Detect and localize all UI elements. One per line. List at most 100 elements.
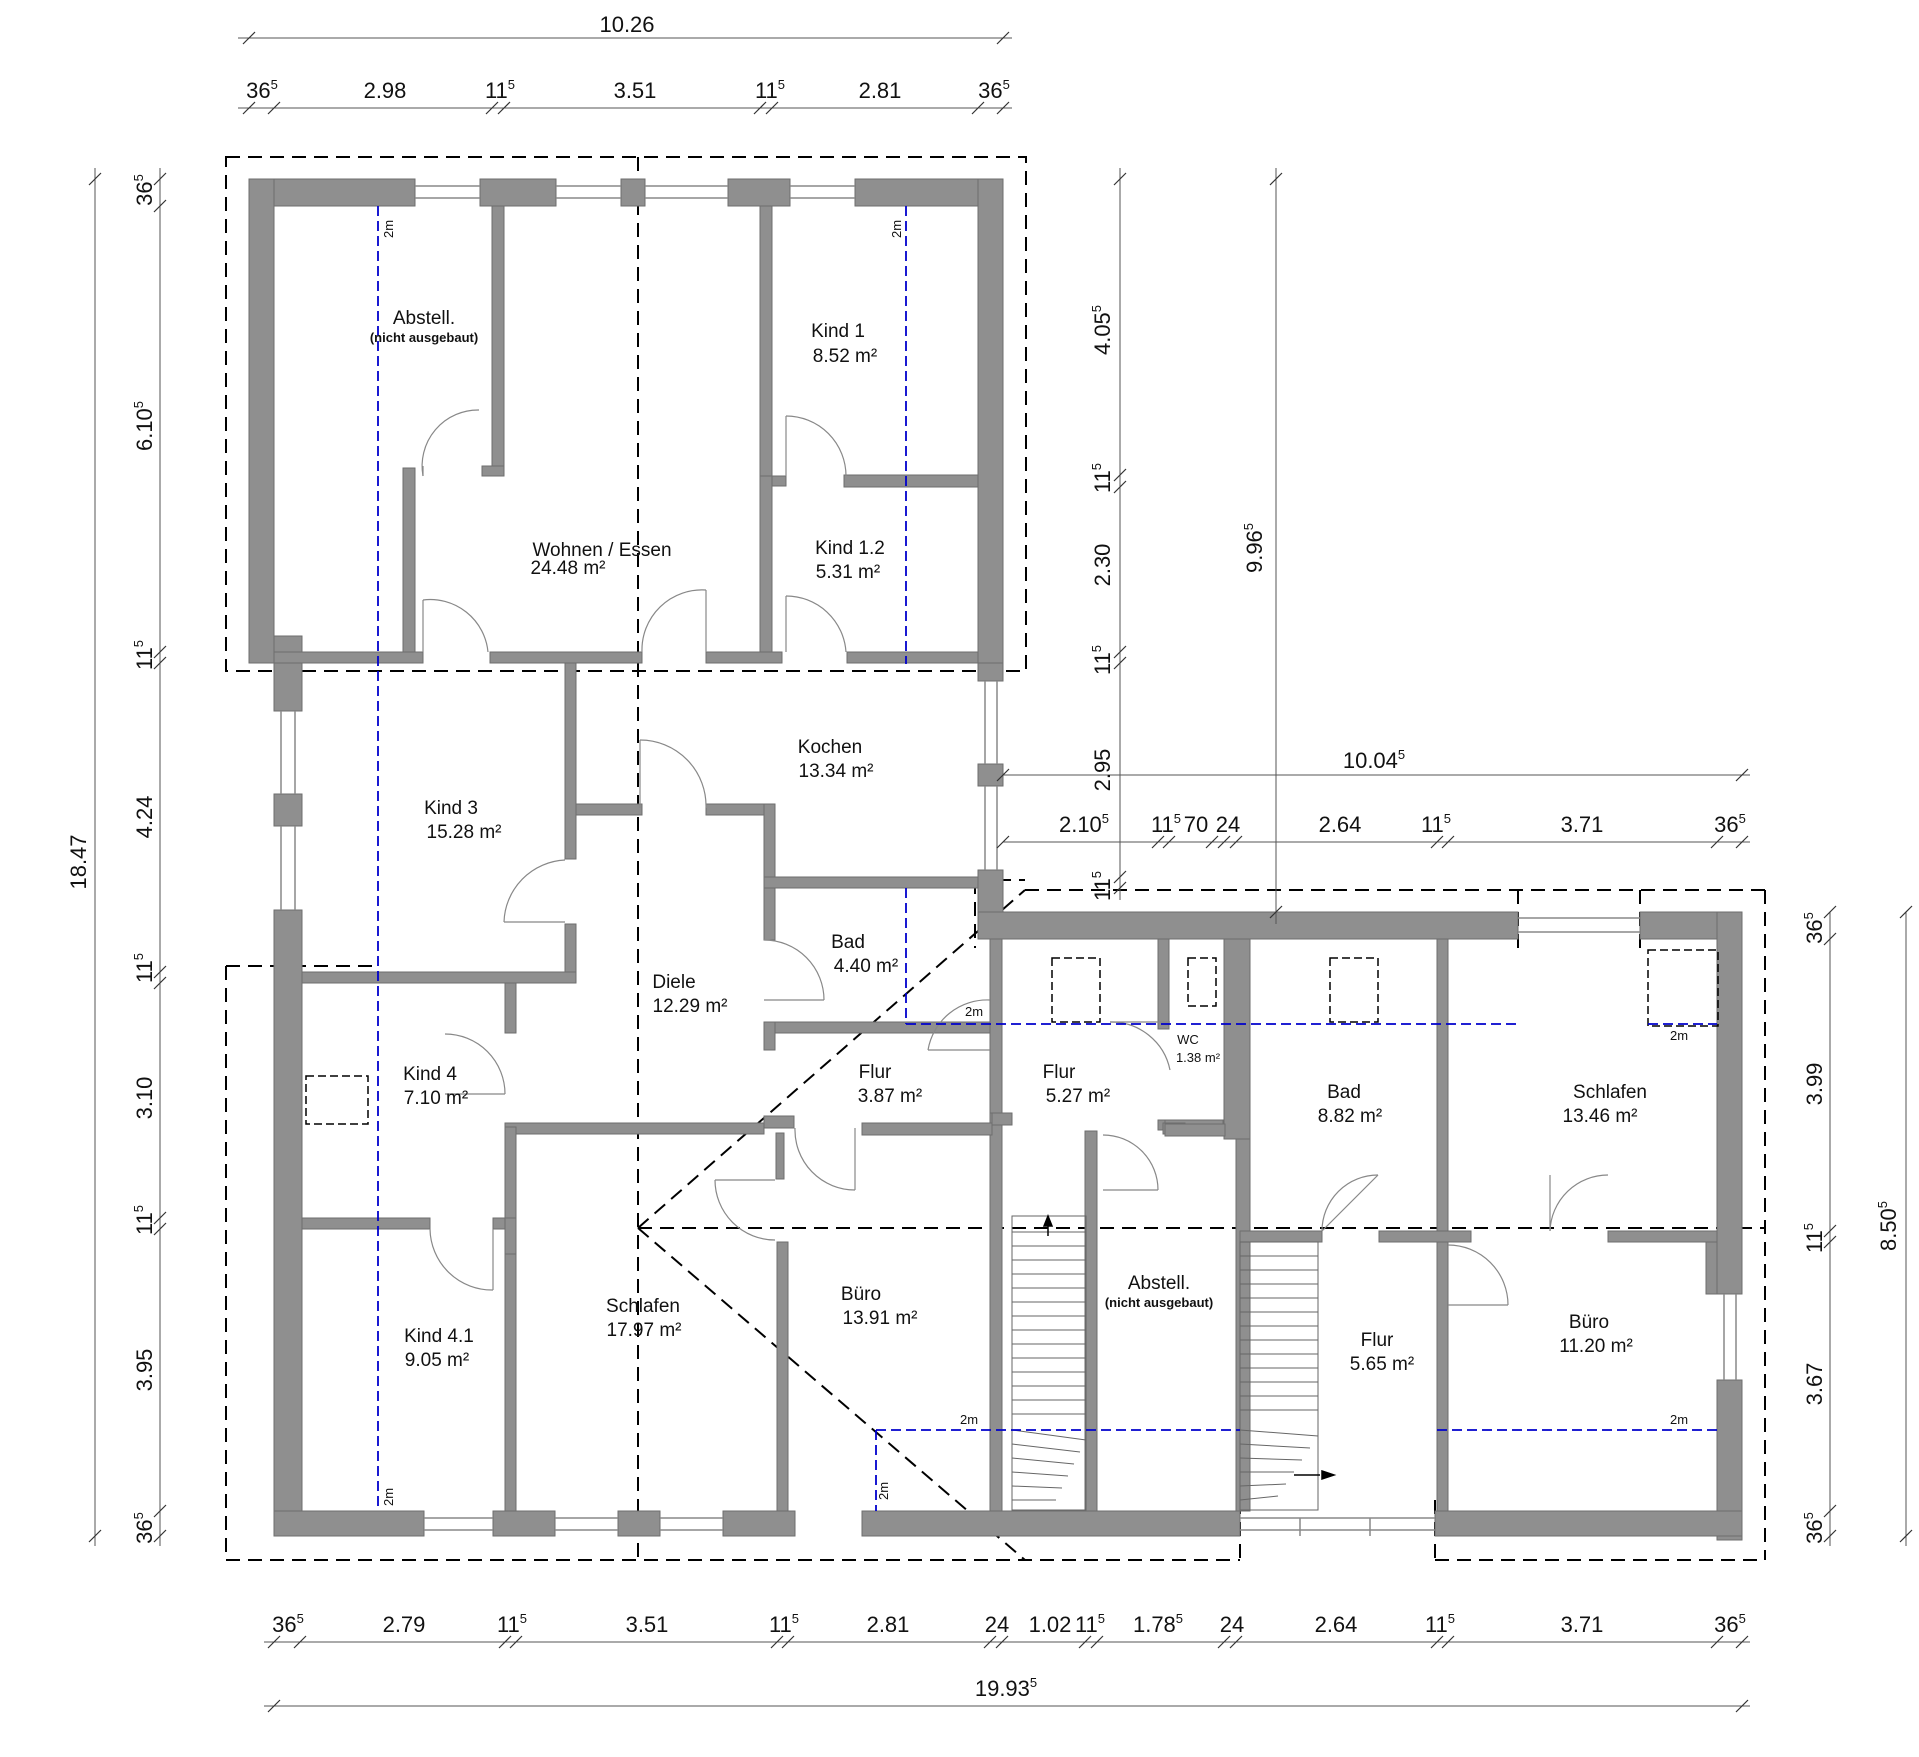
dim-bottom-chain-label: 2.81 — [867, 1612, 910, 1637]
dim-tick — [996, 101, 1010, 115]
svg-text:Bad: Bad — [831, 932, 865, 953]
dim-top-chain-label: 365 — [978, 77, 1010, 103]
height-label: 2m — [965, 1004, 983, 1019]
dim-bottom-chain-label: 24 — [1220, 1612, 1244, 1637]
stair-step — [1239, 1429, 1319, 1437]
svg-text:12.29 m²: 12.29 m² — [653, 996, 728, 1017]
dim-left-chain-label: 6.105 — [131, 401, 157, 451]
dim-tick — [1269, 172, 1283, 186]
dim-tick — [1823, 1224, 1837, 1238]
svg-text:Schlafen: Schlafen — [1573, 1082, 1647, 1103]
dim-tick — [781, 1635, 795, 1649]
room-abstell-upper: Abstell.(nicht ausgebaut) — [370, 308, 478, 345]
dim-top-chain-label: 365 — [246, 77, 278, 103]
svg-text:Abstell.: Abstell. — [1128, 1273, 1190, 1294]
dim-tick — [1217, 1635, 1231, 1649]
dim-left-chain-label: 4.24 — [132, 796, 157, 839]
svg-text:Flur: Flur — [1361, 1330, 1394, 1351]
room-kind-3: Kind 315.28 m² — [424, 798, 501, 843]
svg-text:Büro: Büro — [841, 1284, 881, 1305]
dim-wing-chain-label: 115 — [1151, 811, 1181, 837]
dim-tick — [1113, 468, 1127, 482]
dim-tick — [1710, 1635, 1724, 1649]
svg-text:8.52 m²: 8.52 m² — [813, 346, 877, 367]
dim-tick — [293, 1635, 307, 1649]
dim-tick — [267, 1699, 281, 1713]
walls — [248, 178, 1743, 1541]
stair-step — [1239, 1483, 1287, 1487]
dim-tick — [242, 31, 256, 45]
dim-tick — [267, 101, 281, 115]
svg-text:WC: WC — [1177, 1032, 1199, 1047]
dim-bottom-chain-label: 1.02 — [1029, 1612, 1072, 1637]
svg-text:24.48 m²: 24.48 m² — [531, 558, 606, 579]
stair-step — [1239, 1495, 1279, 1501]
svg-text:5.27 m²: 5.27 m² — [1046, 1086, 1110, 1107]
svg-text:15.28 m²: 15.28 m² — [427, 822, 502, 843]
stairs-right — [1239, 1241, 1319, 1511]
dim-left-chain-label: 365 — [131, 1512, 157, 1544]
dim-right-chain-label: 3.99 — [1802, 1063, 1827, 1106]
height-label: 2m — [381, 1488, 396, 1506]
dim-right-chain-label: 115 — [1801, 1223, 1827, 1253]
dim-tick — [485, 101, 499, 115]
door-swings — [421, 409, 1609, 1306]
stair-step — [1239, 1457, 1303, 1461]
svg-text:Flur: Flur — [1043, 1062, 1076, 1083]
dim-tick — [1229, 1635, 1243, 1649]
room-abstell-wing: Abstell.(nicht ausgebaut) — [1105, 1273, 1213, 1310]
dim-bottom-chain-label: 365 — [1714, 1611, 1746, 1637]
dim-bottom-chain-label: 365 — [272, 1611, 304, 1637]
dim-top-chain-label: 115 — [485, 77, 515, 103]
dim-mid-total: 9.965 — [1241, 523, 1267, 573]
svg-text:13.46 m²: 13.46 m² — [1563, 1106, 1638, 1127]
dim-left-chain-label: 115 — [131, 953, 157, 983]
svg-text:Kochen: Kochen — [798, 737, 862, 758]
dim-wing-chain-label: 3.71 — [1561, 812, 1604, 837]
stairs-left — [1011, 1215, 1087, 1511]
svg-text:Kind 1: Kind 1 — [811, 321, 865, 342]
room-wc: WC1.38 m² — [1176, 1032, 1221, 1065]
dim-tick — [1113, 172, 1127, 186]
dim-tick — [1162, 835, 1176, 849]
dim-mid-chain-label: 4.055 — [1089, 305, 1115, 355]
dim-tick — [153, 976, 167, 990]
dim-tick — [1205, 835, 1219, 849]
dim-tick — [1899, 1529, 1913, 1543]
dim-bottom-chain-label: 1.785 — [1133, 1611, 1183, 1637]
dim-tick — [1735, 1635, 1749, 1649]
dim-tick — [1113, 656, 1127, 670]
stair-steps — [1011, 1231, 1319, 1501]
dim-top-chain-label: 115 — [755, 77, 785, 103]
dim-tick — [1441, 835, 1455, 849]
dim-mid-chain-label: 2.95 — [1090, 749, 1115, 792]
room-flur-2: Flur 5.27 m² — [1043, 1062, 1111, 1107]
dim-bottom-chain-label: 2.64 — [1315, 1612, 1358, 1637]
room-kind-1: Kind 1 8.52 m² — [811, 321, 877, 367]
svg-text:Kind 4.1: Kind 4.1 — [404, 1326, 474, 1347]
dim-bottom-chain-label: 115 — [1075, 1611, 1105, 1637]
room-kind-1-2: Kind 1.25.31 m² — [815, 538, 885, 583]
dim-wing-chain-label: 365 — [1714, 811, 1746, 837]
dim-tick — [88, 172, 102, 186]
dim-bottom-chain-label: 115 — [769, 1611, 799, 1637]
dim-tick — [1229, 835, 1243, 849]
windows — [280, 185, 1737, 1536]
dim-top-chain-label: 2.98 — [364, 78, 407, 103]
room-kind-4: Kind 47.10 m² — [403, 1064, 468, 1109]
svg-text:Büro: Büro — [1569, 1312, 1609, 1333]
room-schlafen-wing: Schlafen 13.46 m² — [1563, 1082, 1647, 1127]
dim-tick — [1078, 1635, 1092, 1649]
dim-tick — [153, 1529, 167, 1543]
svg-text:13.91 m²: 13.91 m² — [843, 1308, 918, 1329]
dim-tick — [1823, 1235, 1837, 1249]
